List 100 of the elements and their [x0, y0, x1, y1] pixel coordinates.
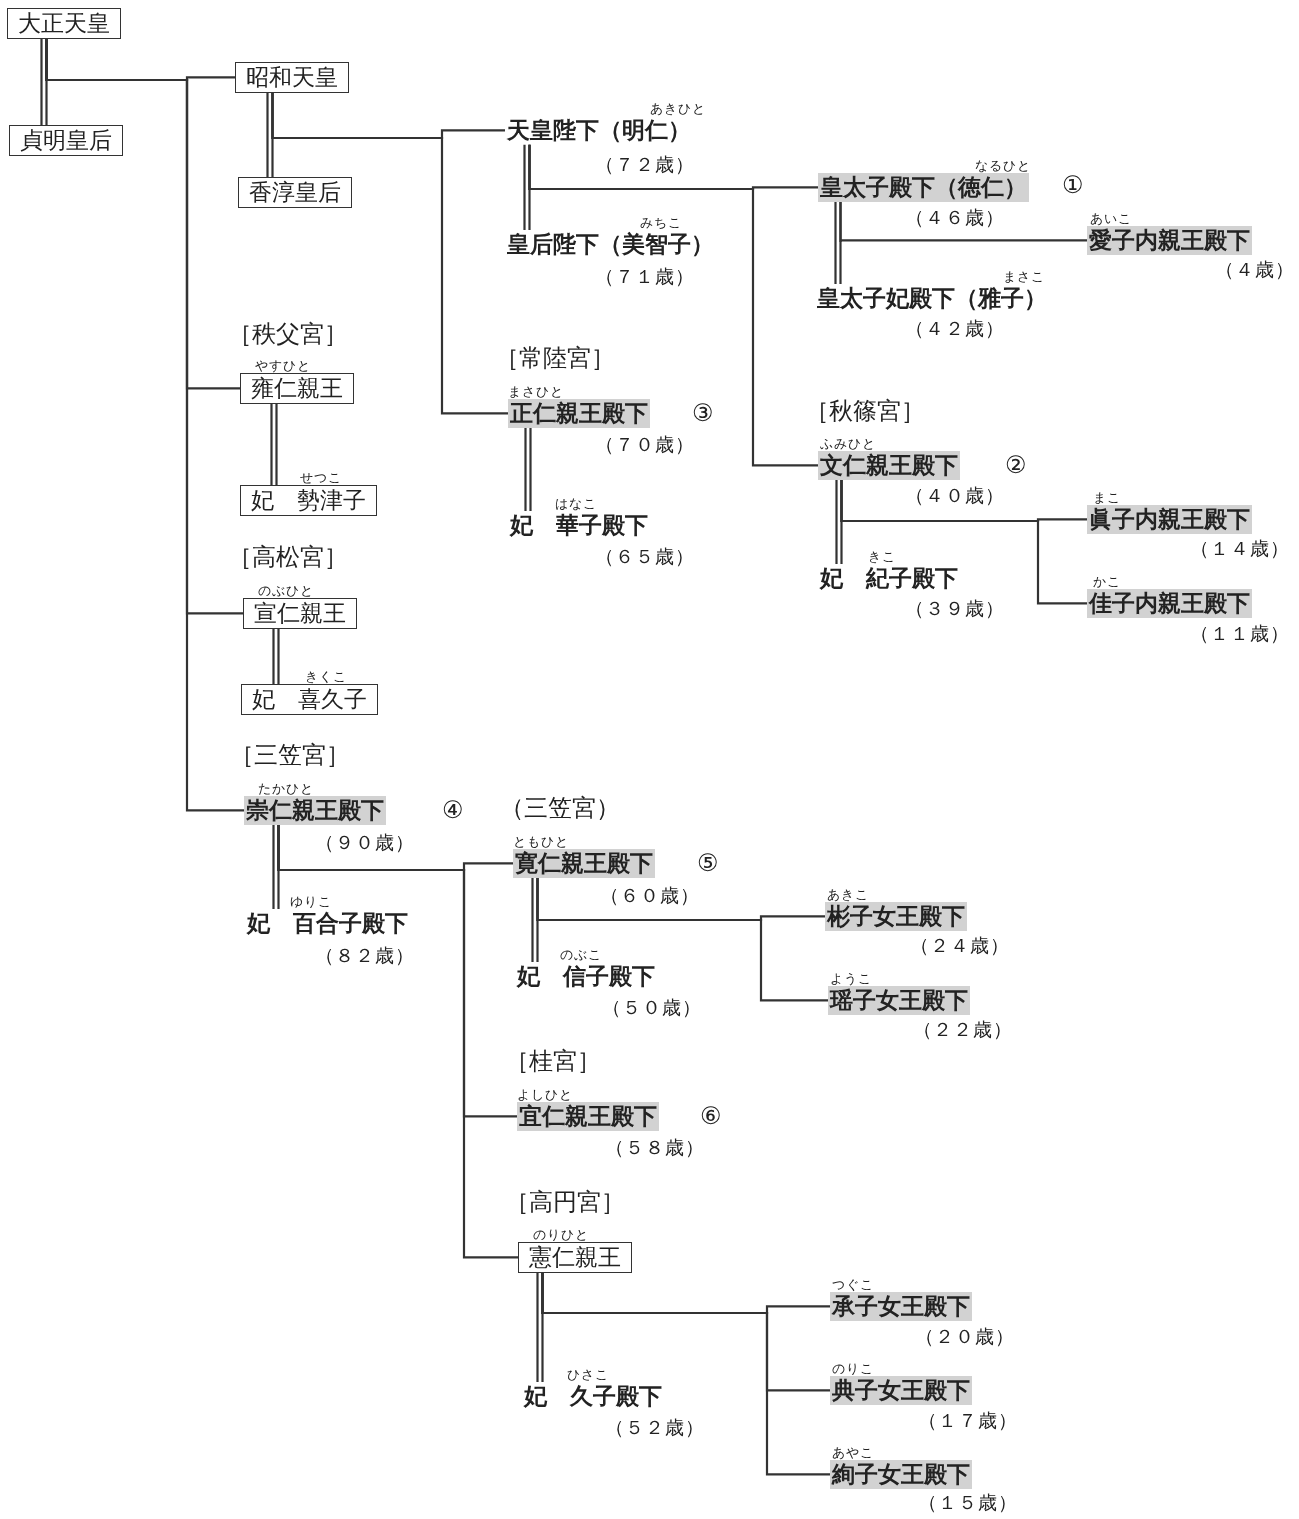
marriage-line [272, 823, 280, 911]
furigana: はなこ [555, 497, 597, 510]
furigana: あいこ [1090, 212, 1132, 225]
age-label: （１１歳） [1190, 623, 1290, 644]
person-name: 典子女王殿下 [832, 1377, 970, 1403]
age-label: （１４歳） [1190, 538, 1290, 559]
furigana: まこ [1093, 491, 1121, 504]
person-name: 妃 喜久子 [252, 686, 367, 712]
furigana: ともひと [513, 835, 569, 848]
name-box [241, 684, 378, 715]
marriage-line [531, 876, 539, 964]
age-label: （６０歳） [600, 885, 700, 906]
furigana: ひさこ [567, 1368, 609, 1381]
person-name: 宣仁親王 [254, 600, 346, 626]
family-line [541, 1272, 830, 1476]
person-name: 妃 久子殿下 [524, 1383, 662, 1409]
furigana: まさひと [508, 385, 564, 398]
age-label: （８２歳） [315, 945, 415, 966]
name-box [235, 62, 349, 93]
person-name: 眞子内親王殿下 [1089, 506, 1250, 532]
furigana: ふみひと [820, 437, 876, 450]
person-name: 彬子女王殿下 [827, 903, 965, 929]
person-name: 妃 百合子殿下 [247, 910, 408, 936]
furigana: なるひと [975, 159, 1031, 172]
name-box [7, 8, 121, 39]
furigana: のぶひと [258, 584, 314, 597]
name-box [9, 125, 123, 156]
family-line [528, 144, 818, 467]
rank-number: ④ [442, 797, 464, 824]
house-label: （三笠宮） [500, 794, 620, 823]
furigana: やすひと [255, 359, 311, 372]
family-line [839, 201, 1087, 244]
furigana: ようこ [830, 972, 872, 985]
person-name: 崇仁親王殿下 [246, 797, 384, 823]
marriage-line [270, 402, 278, 487]
person-name: 皇太子殿下（徳仁） [820, 174, 1027, 200]
house-label: ［秋篠宮］ [805, 397, 925, 426]
furigana: あきこ [827, 888, 869, 901]
person-name: 香淳皇后 [249, 179, 341, 205]
rank-number: ③ [692, 400, 714, 427]
person-name: 佳子内親王殿下 [1089, 590, 1250, 616]
furigana: ゆりこ [290, 895, 332, 908]
furigana: かこ [1093, 575, 1121, 588]
house-label: ［三笠宮］ [230, 741, 350, 770]
marriage-line [272, 627, 280, 686]
person-name: 愛子内親王殿下 [1089, 227, 1250, 253]
person-name: 昭和天皇 [246, 64, 338, 90]
person-name: 皇太子妃殿下（雅子） [817, 285, 1047, 311]
person-name: 絢子女王殿下 [832, 1461, 970, 1487]
furigana: せつこ [300, 471, 342, 484]
rank-number: ① [1062, 172, 1084, 199]
family-line [277, 824, 518, 1259]
age-label: （４歳） [1215, 259, 1295, 280]
marriage-line [266, 91, 274, 179]
rank-number: ⑥ [700, 1103, 722, 1130]
furigana: きこ [868, 550, 896, 563]
marriage-line [524, 426, 532, 513]
person-name: 天皇陛下（明仁） [507, 117, 691, 143]
age-label: （７０歳） [595, 434, 695, 455]
age-label: （７２歳） [595, 154, 695, 175]
marriage-line [523, 143, 531, 232]
age-label: （２２歳） [913, 1019, 1013, 1040]
person-name: 妃 紀子殿下 [820, 565, 958, 591]
furigana: のりこ [832, 1362, 874, 1375]
age-label: （２０歳） [915, 1326, 1015, 1347]
house-label: ［常陸宮］ [495, 344, 615, 373]
person-name: 皇后陛下（美智子） [507, 231, 714, 257]
age-label: （４２歳） [905, 318, 1005, 339]
house-label: ［秩父宮］ [228, 320, 348, 349]
marriage-line [536, 1271, 544, 1384]
furigana: のぶこ [560, 948, 602, 961]
person-name: 承子女王殿下 [832, 1293, 970, 1319]
age-label: （７１歳） [595, 266, 695, 287]
name-box [518, 1242, 632, 1273]
family-line [840, 479, 1087, 605]
marriage-line [834, 200, 842, 286]
person-name: 寛仁親王殿下 [515, 850, 653, 876]
person-name: 妃 華子殿下 [510, 512, 648, 538]
age-label: （５２歳） [605, 1417, 705, 1438]
furigana: あやこ [832, 1446, 874, 1459]
age-label: （１７歳） [918, 1410, 1018, 1431]
age-label: （５８歳） [605, 1137, 705, 1158]
name-box [240, 485, 377, 516]
age-label: （３９歳） [905, 598, 1005, 619]
name-box [240, 373, 354, 404]
person-name: 文仁親王殿下 [820, 452, 958, 478]
person-name: 宜仁親王殿下 [519, 1103, 657, 1129]
age-label: （５０歳） [602, 997, 702, 1018]
person-name: 雍仁親王 [251, 375, 343, 401]
person-name: 大正天皇 [18, 10, 110, 36]
age-label: （４６歳） [905, 207, 1005, 228]
name-box [243, 598, 357, 629]
furigana: みちこ [640, 216, 682, 229]
house-label: ［高円宮］ [505, 1188, 625, 1217]
age-label: （１５歳） [918, 1492, 1018, 1513]
marriage-line [40, 37, 48, 127]
person-name: 妃 勢津子 [251, 487, 366, 513]
family-line [271, 92, 508, 415]
age-label: （４０歳） [905, 485, 1005, 506]
age-label: （９０歳） [315, 832, 415, 853]
